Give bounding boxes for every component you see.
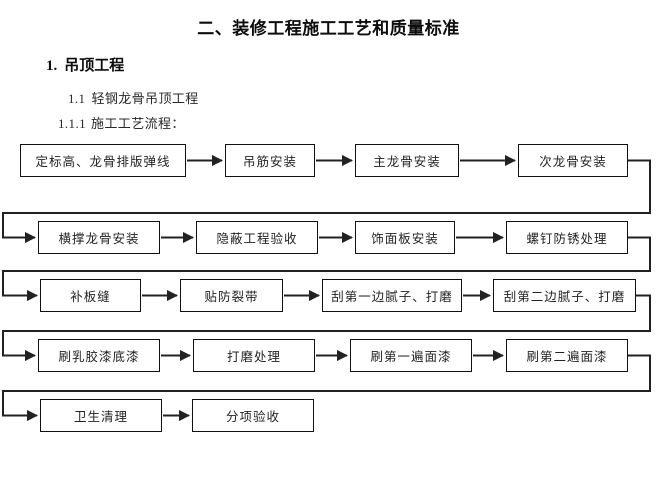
flow-node[interactable]: 刷第一遍面漆	[350, 339, 472, 372]
subsubsection-number: 1.1.1	[58, 116, 86, 131]
connector-wrap-row3-row4	[2, 294, 651, 362]
connector-wrap-row1-row2	[2, 159, 651, 244]
flow-node[interactable]: 刷第二遍面漆	[506, 339, 628, 372]
flow-node[interactable]: 饰面板安装	[355, 221, 455, 254]
flow-node-label: 刮第二边腻子、打磨	[503, 290, 626, 304]
flow-node-label: 横撑龙骨安装	[58, 232, 140, 246]
connector-wrap-row4-row5	[2, 354, 651, 422]
flow-node[interactable]: 打磨处理	[193, 339, 315, 372]
section-heading-1-1: 1.1 轻钢龙骨吊顶工程	[68, 88, 199, 107]
flow-node-label: 螺钉防锈处理	[526, 232, 608, 246]
flow-node[interactable]: 螺钉防锈处理	[506, 221, 628, 254]
section-heading-1: 1. 吊顶工程	[46, 54, 124, 75]
flow-node[interactable]: 主龙骨安装	[355, 144, 459, 177]
subsection-label: 轻钢龙骨吊顶工程	[91, 91, 199, 106]
flow-node-label: 饰面板安装	[371, 232, 439, 246]
flow-node-label: 补板缝	[70, 290, 111, 304]
flow-node-label: 定标高、龙骨排版弹线	[35, 155, 171, 169]
section-label: 吊顶工程	[64, 58, 125, 74]
flow-node[interactable]: 隐蔽工程验收	[196, 221, 318, 254]
flow-node-label: 刷第二遍面漆	[526, 350, 608, 364]
flow-node[interactable]: 卫生清理	[40, 399, 162, 432]
flow-node-label: 刷乳胶漆底漆	[58, 350, 140, 364]
flow-node[interactable]: 刮第一边腻子、打磨	[322, 279, 462, 312]
flow-node[interactable]: 横撑龙骨安装	[38, 221, 160, 254]
flow-node[interactable]: 分项验收	[192, 399, 314, 432]
page-title: 二、装修工程施工工艺和质量标准	[197, 19, 460, 38]
flow-node[interactable]: 次龙骨安装	[518, 144, 628, 177]
flow-node-label: 分项验收	[225, 410, 280, 424]
flow-node-label: 次龙骨安装	[539, 155, 607, 169]
flow-node-label: 打磨处理	[226, 350, 281, 364]
flow-node[interactable]: 刷乳胶漆底漆	[38, 339, 160, 372]
flow-node-label: 卫生清理	[73, 410, 128, 424]
flow-node-label: 吊筋安装	[242, 155, 297, 169]
flow-node[interactable]: 刮第二边腻子、打磨	[493, 279, 636, 312]
flow-node-label: 刮第一边腻子、打磨	[331, 290, 453, 304]
flow-node-label: 隐蔽工程验收	[216, 232, 298, 246]
flow-node-label: 贴防裂带	[204, 290, 259, 304]
flow-node[interactable]: 贴防裂带	[180, 279, 283, 312]
subsection-number: 1.1	[68, 91, 86, 106]
subsubsection-label: 施工工艺流程：	[91, 116, 185, 131]
flow-node[interactable]: 定标高、龙骨排版弹线	[20, 144, 186, 177]
flow-node[interactable]: 吊筋安装	[225, 144, 315, 177]
flow-node-label: 刷第一遍面漆	[370, 350, 452, 364]
connector-wrap-row2-row3	[2, 236, 651, 302]
flow-node-label: 主龙骨安装	[373, 155, 441, 169]
section-number: 1.	[46, 58, 58, 74]
flow-node[interactable]: 补板缝	[40, 279, 141, 312]
section-heading-1-1-1: 1.1.1 施工工艺流程：	[58, 113, 185, 132]
